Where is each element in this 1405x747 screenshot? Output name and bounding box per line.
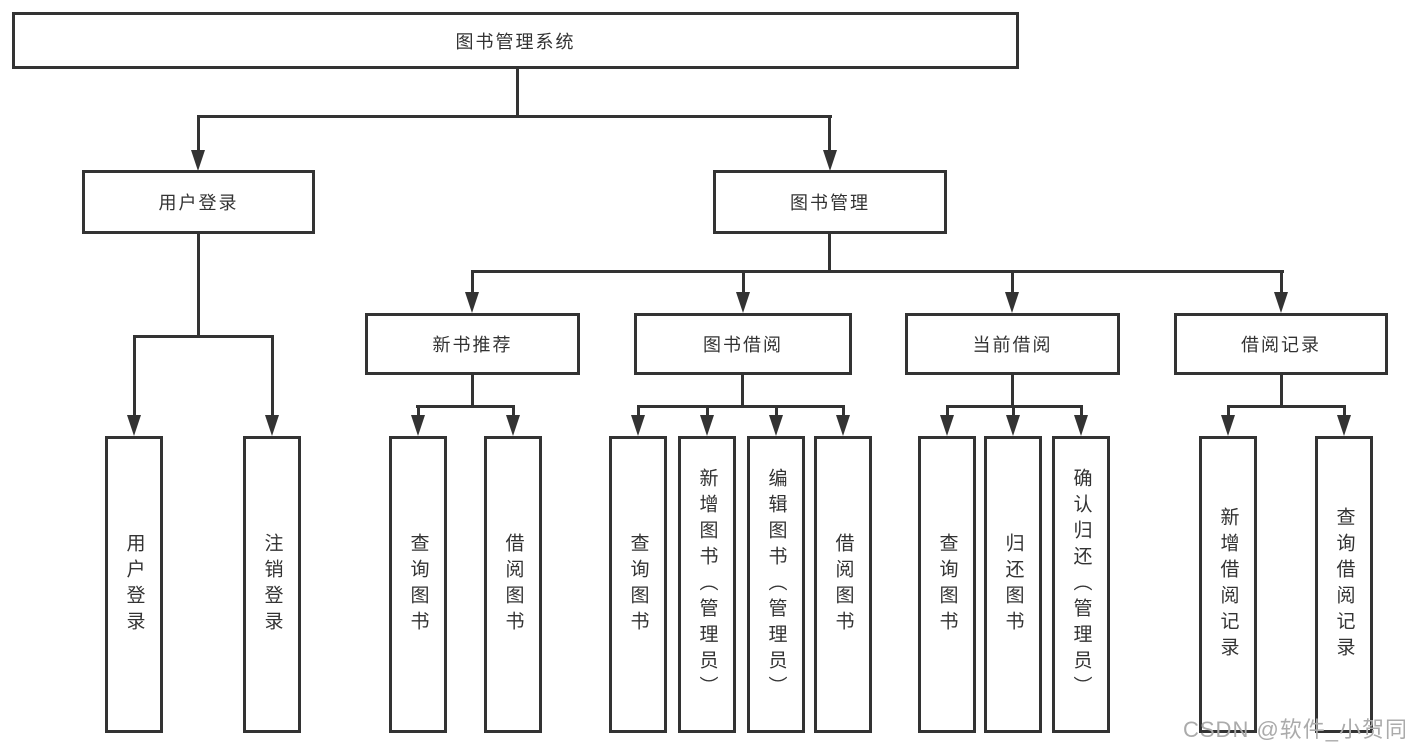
leaf-add-book-admin: 新增图书（管理员） [678,436,736,733]
leaf-query-book-2: 查询图书 [609,436,667,733]
edge-manage-stem [828,234,831,272]
edge-drop [1343,405,1346,419]
edge-drop-manage [828,115,831,152]
arrowhead-icon [631,415,645,436]
leaf-edit-book-admin: 编辑图书（管理员） [747,436,805,733]
node-book-borrow: 图书借阅 [634,313,852,375]
leaf-return-book: 归还图书 [984,436,1042,733]
arrowhead-icon [265,415,279,436]
arrowhead-icon [1337,415,1351,436]
node-user-login: 用户登录 [82,170,315,234]
leaf-borrow-book-1: 借阅图书 [484,436,542,733]
arrowhead-icon [1006,415,1020,436]
edge-drop-login-leaf1 [133,335,136,417]
arrowhead-icon [191,150,205,171]
node-root: 图书管理系统 [12,12,1019,69]
leaf-query-book-3: 查询图书 [918,436,976,733]
arrowhead-icon [769,415,783,436]
edge-drop [637,405,640,419]
node-borrow-records: 借阅记录 [1174,313,1388,375]
edge-drop [417,405,420,419]
arrowhead-icon [940,415,954,436]
edge-drop [775,405,778,419]
edge-drop-current [1011,270,1014,294]
arrowhead-icon [1221,415,1235,436]
edge-drop [1080,405,1083,419]
node-book-management: 图书管理 [713,170,947,234]
leaf-query-book-1: 查询图书 [389,436,447,733]
leaf-confirm-return-admin: 确认归还（管理员） [1052,436,1110,733]
leaf-query-borrow-record: 查询借阅记录 [1315,436,1373,733]
edge-root-stem [516,69,519,117]
leaf-logout: 注销登录 [243,436,301,733]
edge-records-bar [1227,405,1346,408]
arrowhead-icon [1005,292,1019,313]
arrowhead-icon [700,415,714,436]
edge-drop [946,405,949,419]
arrowhead-icon [506,415,520,436]
edge-drop [1012,405,1015,419]
watermark: CSDN @软件_小贺同学 [1183,717,1405,742]
edge-recommend-bar [416,405,515,408]
edge-drop [706,405,709,419]
edge-root-bar [197,115,832,118]
edge-recommend-stem [471,375,474,406]
edge-drop-borrow [742,270,745,294]
arrowhead-icon [465,292,479,313]
edge-drop [512,405,515,419]
edge-drop-login-leaf2 [271,335,274,417]
edge-login-bar [133,335,274,338]
edge-drop-login [197,115,200,152]
arrowhead-icon [411,415,425,436]
edge-borrow-stem [741,375,744,406]
leaf-user-login: 用户登录 [105,436,163,733]
edge-borrow-bar [637,405,845,408]
edge-login-stem [197,234,200,337]
node-current-borrow: 当前借阅 [905,313,1120,375]
arrowhead-icon [823,150,837,171]
edge-drop [842,405,845,419]
edge-records-stem [1280,375,1283,406]
arrowhead-icon [836,415,850,436]
arrowhead-icon [1274,292,1288,313]
node-new-book-recommend: 新书推荐 [365,313,580,375]
arrowhead-icon [127,415,141,436]
leaf-borrow-book-2: 借阅图书 [814,436,872,733]
leaf-add-borrow-record: 新增借阅记录 [1199,436,1257,733]
edge-drop-records [1280,270,1283,294]
edge-current-stem [1011,375,1014,406]
arrowhead-icon [1074,415,1088,436]
arrowhead-icon [736,292,750,313]
edge-manage-bar [471,270,1284,273]
edge-drop [1227,405,1230,419]
edge-drop-recommend [471,270,474,294]
